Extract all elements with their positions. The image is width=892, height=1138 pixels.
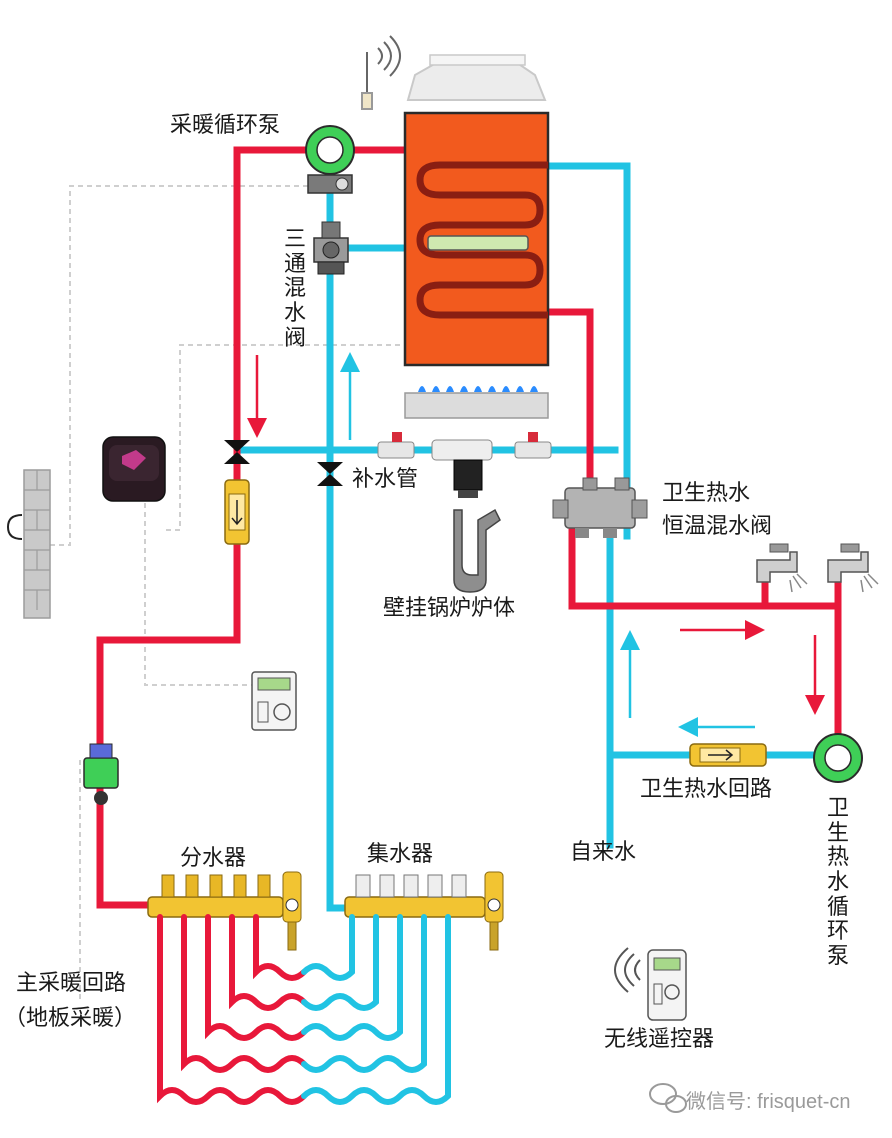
heating-pump-label: 采暖循环泵 — [170, 113, 281, 138]
collector-label: 集水器 — [367, 842, 434, 867]
floor-heating-loops — [157, 914, 451, 1105]
zone-valve — [83, 743, 119, 805]
fill-pipe-valve — [224, 440, 343, 486]
fill-pipe-fittings — [377, 432, 552, 498]
dhw-circulation-pump-label: 卫生热水循环泵 — [826, 796, 849, 969]
three-way-valve — [313, 221, 349, 275]
collector-manifold — [344, 871, 504, 951]
siphon-trap — [453, 508, 501, 593]
room-thermostat — [251, 671, 297, 731]
burner-flames — [418, 386, 538, 392]
distributor-label: 分水器 — [180, 846, 247, 871]
dhw-loop-label: 卫生热水回路 — [640, 777, 773, 802]
boiler-flue — [406, 54, 547, 101]
antenna-icon — [361, 35, 401, 110]
control-box-icon — [102, 436, 166, 502]
cold-water-pipes — [233, 162, 819, 912]
three-way-valve-label: 三通混水阀 — [283, 227, 306, 351]
heating-pump — [305, 125, 355, 194]
distributor-manifold — [147, 871, 302, 951]
main-loop-label-line1: 主采暖回路 — [16, 971, 127, 996]
dhw-loop-check-valve — [689, 743, 767, 767]
dhw-circulation-pump — [813, 733, 863, 783]
wechat-logo-icon — [649, 1083, 687, 1113]
tap-icon — [756, 543, 808, 593]
outdoor-sensor-wall — [6, 469, 51, 619]
dhw-mixing-valve-label-line1: 卫生热水 — [662, 481, 751, 506]
boiler-body-label: 壁挂锅炉炉体 — [383, 596, 516, 621]
wireless-remote — [614, 947, 687, 1021]
hot-water-pipes — [96, 146, 842, 909]
heat-exchanger-plate — [427, 235, 529, 251]
burner — [404, 392, 549, 419]
dhw-mixing-valve — [552, 477, 648, 538]
flow-arrows — [247, 352, 825, 737]
heat-exchanger-coil — [416, 161, 548, 319]
main-loop-label-line2: （地板采暖） — [4, 1006, 137, 1031]
tap-icon — [827, 543, 879, 593]
remote-label: 无线遥控器 — [604, 1027, 715, 1052]
watermark-text: 微信号: frisquet-cn — [686, 1091, 851, 1113]
heating-check-valve — [224, 479, 250, 545]
tap-water-label: 自来水 — [570, 840, 637, 865]
dhw-mixing-valve-label-line2: 恒温混水阀 — [662, 514, 773, 539]
fill-pipe-label: 补水管 — [352, 467, 419, 492]
